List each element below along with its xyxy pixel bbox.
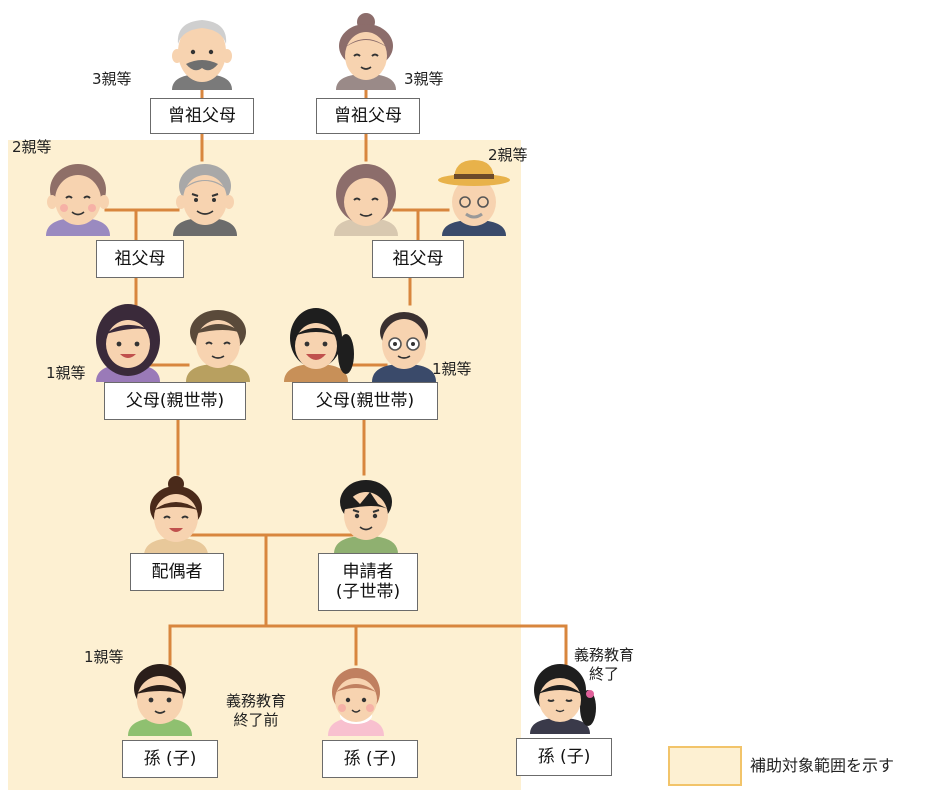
spouse-box: 配偶者 xyxy=(130,553,224,591)
girl-student-icon xyxy=(530,664,596,734)
parents-left-box: 父母(親世帯) xyxy=(104,382,246,420)
applicant-box: 申請者 (子世帯) xyxy=(318,553,418,611)
grandmother-icon xyxy=(46,164,110,236)
grandfather-icon xyxy=(173,164,237,236)
wife-icon xyxy=(144,476,208,556)
great-grandparents-left-box: 曾祖父母 xyxy=(150,98,254,134)
degree-label-second-left: 2親等 xyxy=(12,138,52,156)
baby-icon xyxy=(328,668,384,736)
legend-text: 補助対象範囲を示す xyxy=(750,756,895,775)
grandchild-box-3: 孫 (子) xyxy=(516,738,612,776)
degree-label-third-left: 3親等 xyxy=(92,70,132,88)
child-boy-icon xyxy=(128,664,192,736)
annotation-after-compulsory-education: 義務教育 終了 xyxy=(574,646,635,683)
elderly-man-mustache-icon xyxy=(172,20,232,90)
degree-label-second-right: 2親等 xyxy=(488,146,528,164)
parents-right-box: 父母(親世帯) xyxy=(292,382,438,420)
husband-icon xyxy=(334,480,398,554)
grandchild-box-2: 孫 (子) xyxy=(322,740,418,778)
degree-label-first-right: 1親等 xyxy=(432,360,472,378)
father-icon xyxy=(186,310,250,382)
grandchild-box-1: 孫 (子) xyxy=(122,740,218,778)
elderly-woman-icon xyxy=(336,13,396,90)
degree-label-first-left: 1親等 xyxy=(46,364,86,382)
annotation-before-compulsory-education: 義務教育 終了前 xyxy=(226,692,287,729)
legend-swatch xyxy=(668,746,742,786)
father-glasses-icon xyxy=(372,312,436,382)
grandparents-left-box: 祖父母 xyxy=(96,240,184,278)
grandfather-hat-icon xyxy=(438,160,510,236)
degree-label-third-right: 3親等 xyxy=(404,70,444,88)
mother-icon xyxy=(284,308,354,382)
grandmother-icon xyxy=(334,164,398,236)
grandparents-right-box: 祖父母 xyxy=(372,240,464,278)
degree-label-first-child: 1親等 xyxy=(84,648,124,666)
great-grandparents-right-box: 曾祖父母 xyxy=(316,98,420,134)
mother-icon xyxy=(96,304,160,382)
